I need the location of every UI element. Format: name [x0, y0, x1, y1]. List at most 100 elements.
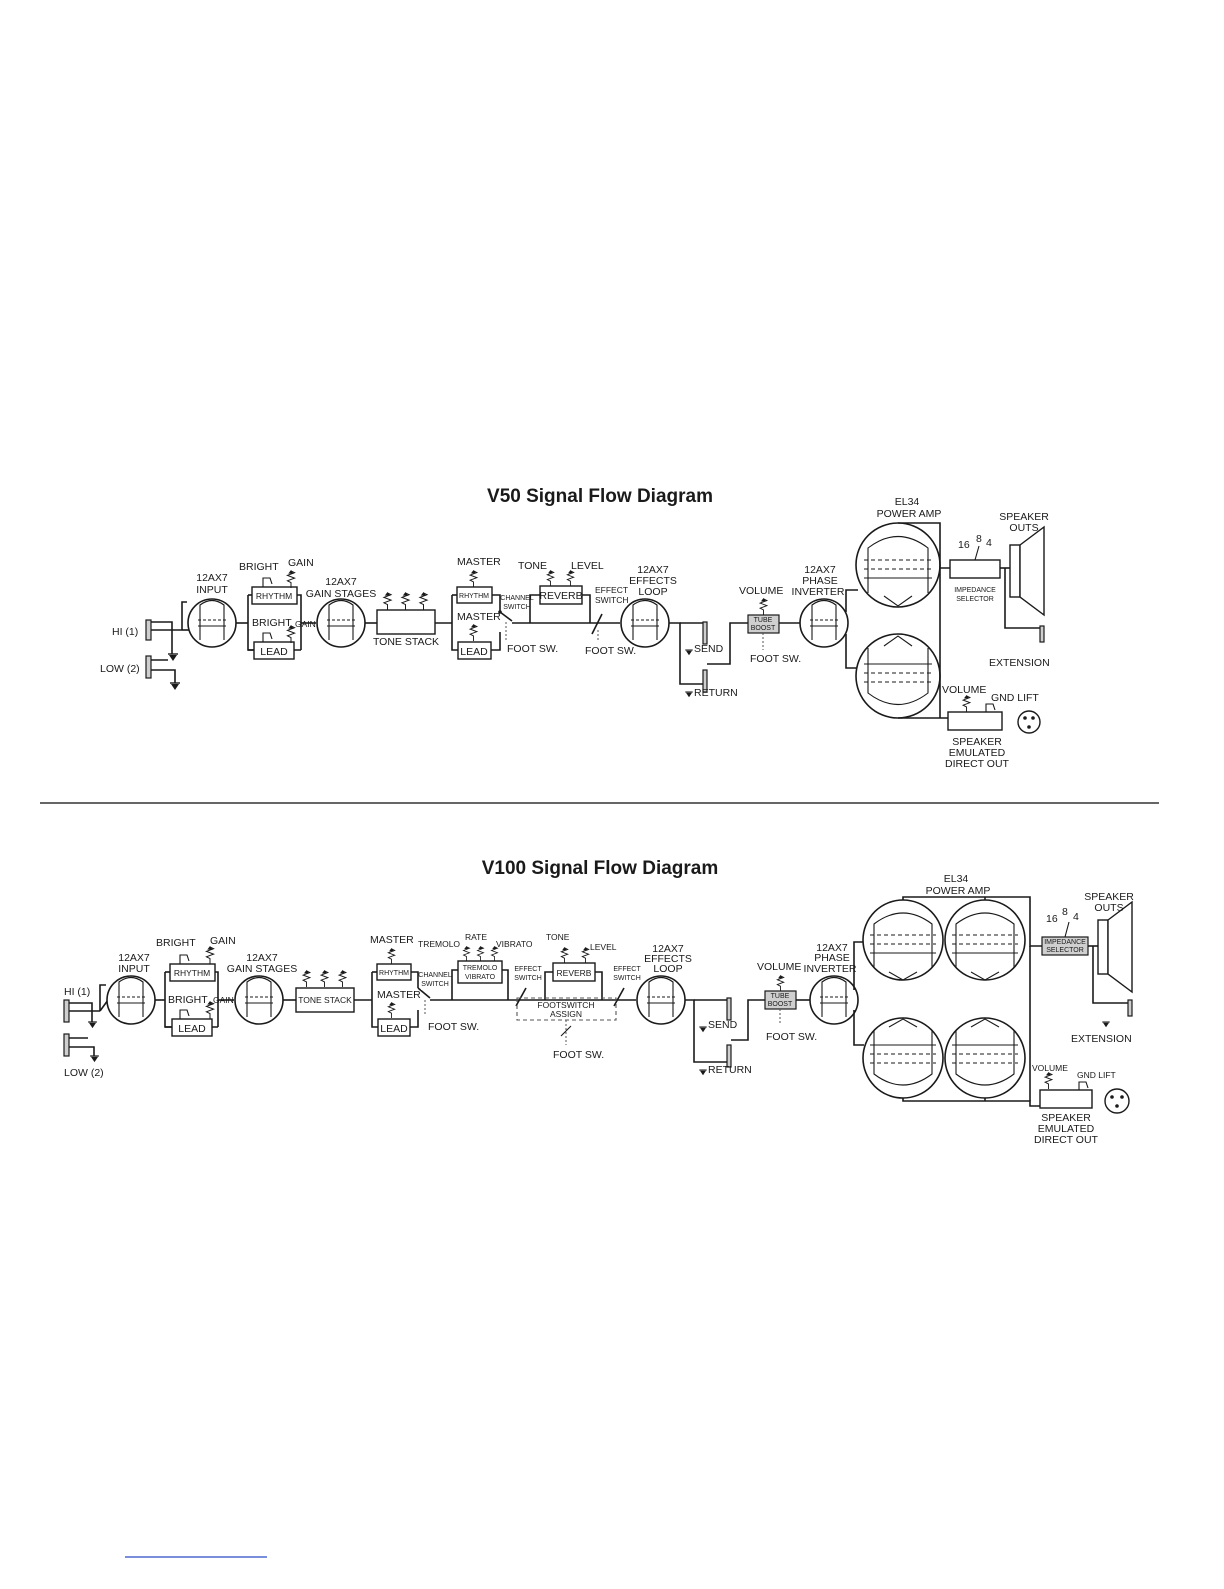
- svg-text:MASTER: MASTER: [457, 611, 501, 623]
- svg-text:FOOT SW.: FOOT SW.: [553, 1049, 604, 1061]
- svg-text:12AX7: 12AX7: [325, 576, 357, 588]
- svg-text:EL34: EL34: [944, 873, 969, 885]
- svg-text:SWITCH: SWITCH: [421, 981, 449, 988]
- svg-text:TONE: TONE: [518, 560, 547, 572]
- phase-inverter-tube: 12AX7 PHASE INVERTER: [792, 564, 849, 648]
- low-input-jack: LOW (2): [63, 1033, 104, 1079]
- svg-text:LOOP: LOOP: [653, 963, 682, 975]
- svg-text:VOLUME: VOLUME: [942, 684, 986, 696]
- low-label: LOW (2): [100, 663, 140, 675]
- power-tube-lower-left: [862, 1017, 944, 1099]
- tone-stack-box: [376, 609, 436, 635]
- svg-text:GAIN STAGES: GAIN STAGES: [306, 588, 376, 600]
- svg-text:BRIGHT: BRIGHT: [156, 937, 196, 949]
- svg-text:16: 16: [1046, 913, 1058, 925]
- svg-text:FOOT SW.: FOOT SW.: [766, 1031, 817, 1043]
- svg-text:TUBE: TUBE: [754, 617, 773, 624]
- svg-text:EFFECTS: EFFECTS: [644, 953, 692, 965]
- impedance-selector-box: [949, 559, 1001, 579]
- svg-text:REVERB: REVERB: [557, 968, 592, 978]
- svg-text:12AX7: 12AX7: [118, 952, 150, 964]
- svg-text:EFFECT: EFFECT: [613, 966, 641, 973]
- power-tube-upper-left: [862, 899, 944, 981]
- svg-text:GND LIFT: GND LIFT: [1077, 1070, 1116, 1080]
- svg-text:12AX7: 12AX7: [804, 564, 836, 576]
- bright-switch-lead: [262, 632, 273, 642]
- svg-text:DIRECT OUT: DIRECT OUT: [945, 758, 1010, 770]
- svg-text:GAIN: GAIN: [288, 557, 314, 569]
- direct-out-box: [947, 711, 1003, 731]
- hi-label: HI (1): [112, 626, 138, 638]
- svg-text:IMPEDANCE: IMPEDANCE: [1044, 939, 1086, 946]
- svg-text:GAIN: GAIN: [295, 619, 316, 629]
- svg-text:INVERTER: INVERTER: [792, 586, 845, 598]
- svg-text:SEND: SEND: [694, 643, 724, 655]
- svg-text:TONE STACK: TONE STACK: [373, 636, 439, 648]
- svg-text:FOOT SW.: FOOT SW.: [750, 653, 801, 665]
- xlr-connector-icon: [1017, 710, 1041, 734]
- svg-text:EMULATED: EMULATED: [1038, 1123, 1095, 1135]
- svg-text:RATE: RATE: [465, 932, 487, 942]
- svg-text:TREMOLO: TREMOLO: [418, 939, 460, 949]
- effects-loop-tube: 12AX7 EFFECTS LOOP: [620, 564, 677, 648]
- svg-text:IMPEDANCE: IMPEDANCE: [954, 587, 996, 594]
- svg-text:DIRECT OUT: DIRECT OUT: [1034, 1134, 1099, 1146]
- input-tube: 12AX7 INPUT: [106, 952, 156, 1025]
- svg-text:SELECTOR: SELECTOR: [956, 596, 994, 603]
- svg-text:PHASE: PHASE: [802, 575, 838, 587]
- svg-text:LOW (2): LOW (2): [64, 1067, 104, 1079]
- svg-text:RETURN: RETURN: [694, 687, 738, 699]
- v100-diagram: V100 Signal Flow Diagram HI (1) LOW (2) …: [63, 858, 1134, 1146]
- bright-switch-rhythm: [262, 577, 273, 587]
- svg-text:LEVEL: LEVEL: [590, 942, 617, 952]
- svg-text:EFFECTS: EFFECTS: [629, 575, 677, 587]
- svg-text:BRIGHT: BRIGHT: [252, 617, 292, 629]
- svg-text:SPEAKER: SPEAKER: [952, 736, 1002, 748]
- svg-text:PHASE: PHASE: [814, 952, 850, 964]
- power-tube-lower: [855, 633, 941, 719]
- svg-text:VIBRATO: VIBRATO: [496, 939, 533, 949]
- svg-text:POWER AMP: POWER AMP: [926, 885, 991, 897]
- svg-text:TREMOLO: TREMOLO: [463, 965, 498, 972]
- gain-pot-rhythm: [286, 569, 296, 589]
- svg-text:LEVEL: LEVEL: [571, 560, 604, 572]
- svg-text:EMULATED: EMULATED: [949, 747, 1006, 759]
- svg-text:FOOTSWITCH: FOOTSWITCH: [537, 1000, 594, 1010]
- gain-stages-tube: 12AX7 GAIN STAGES: [306, 576, 376, 648]
- svg-text:INPUT: INPUT: [196, 584, 228, 596]
- svg-text:4: 4: [1073, 911, 1079, 923]
- svg-text:RETURN: RETURN: [708, 1064, 752, 1076]
- v50-title: V50 Signal Flow Diagram: [487, 486, 713, 507]
- svg-text:16: 16: [958, 539, 970, 551]
- svg-text:VIBRATO: VIBRATO: [465, 974, 496, 981]
- svg-text:4: 4: [986, 537, 992, 549]
- svg-text:GND LIFT: GND LIFT: [991, 692, 1039, 704]
- svg-text:GAIN: GAIN: [210, 935, 236, 947]
- svg-text:12AX7: 12AX7: [637, 564, 669, 576]
- svg-text:HI (1): HI (1): [64, 986, 90, 998]
- effects-loop-tube: 12AX7 EFFECTS LOOP: [636, 943, 692, 1025]
- svg-text:CHANNEL: CHANNEL: [500, 595, 534, 602]
- svg-text:MASTER: MASTER: [457, 556, 501, 568]
- svg-text:12AX7: 12AX7: [196, 572, 228, 584]
- v100-title: V100 Signal Flow Diagram: [482, 858, 719, 879]
- svg-text:FOOT SW.: FOOT SW.: [585, 645, 636, 657]
- svg-text:LEAD: LEAD: [460, 646, 488, 658]
- svg-text:EFFECT: EFFECT: [595, 585, 628, 595]
- speaker-icon: [1009, 544, 1021, 598]
- phase-inverter-tube: 12AX7 PHASE INVERTER: [804, 942, 859, 1025]
- hi-input-jack: HI (1): [112, 619, 182, 662]
- svg-text:12AX7: 12AX7: [816, 942, 848, 954]
- svg-text:RHYTHM: RHYTHM: [174, 968, 210, 978]
- xlr-connector-icon: [1104, 1088, 1130, 1114]
- hi-input-jack: HI (1): [63, 986, 100, 1029]
- low-input-jack: LOW (2): [100, 655, 181, 691]
- svg-text:SWITCH: SWITCH: [595, 595, 629, 605]
- power-tube-upper: [855, 522, 941, 608]
- svg-text:SPEAKER: SPEAKER: [1041, 1112, 1091, 1124]
- svg-text:12AX7: 12AX7: [652, 943, 684, 955]
- svg-text:SWITCH: SWITCH: [503, 604, 531, 611]
- svg-text:TONE STACK: TONE STACK: [298, 995, 352, 1005]
- svg-text:GAIN STAGES: GAIN STAGES: [227, 963, 297, 975]
